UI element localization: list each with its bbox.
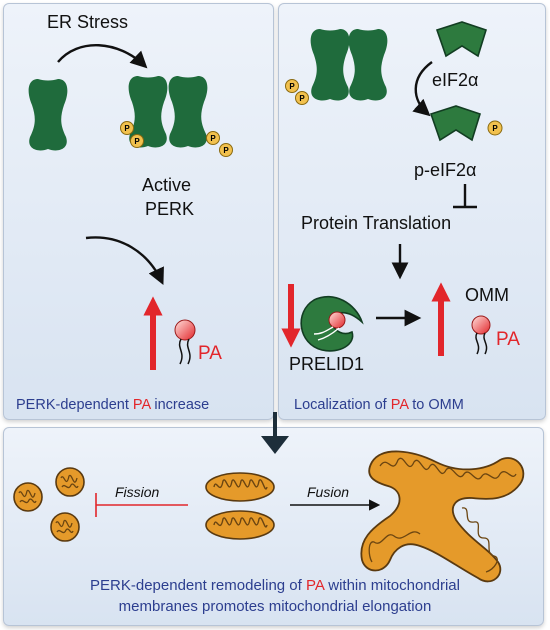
protein-translation-label: Protein Translation [301, 213, 452, 233]
p-eif2a-icon [429, 105, 481, 142]
perk-activation-panel [3, 3, 274, 420]
phosphate-label: P [223, 146, 229, 155]
panel2-caption-text2: to OMM [408, 397, 464, 413]
omm-label: OMM [465, 285, 509, 305]
perk-phosphate-icons-2: PP [285, 79, 309, 105]
panel3-caption-line1: PERK-dependent remodeling of PA within m… [0, 577, 550, 594]
panel1-caption-text1: PERK-dependent [16, 397, 133, 413]
fragmented-mitochondria-icon [13, 467, 85, 542]
perk-dimer-icon [310, 29, 388, 101]
panel3-caption-text1: PERK-dependent remodeling of [90, 577, 306, 594]
phosphate-label: P [134, 137, 140, 146]
fusion-label: Fusion [307, 484, 350, 500]
omm-pa-lipid-icon [471, 315, 491, 355]
prelid1-label: PRELID1 [289, 354, 365, 374]
panel-connector-arrow-head [261, 436, 289, 454]
pa-lipid-icon [174, 319, 196, 365]
p-eif2a-label: p-eIF2α [414, 160, 477, 180]
phosphate-label: P [124, 124, 130, 133]
active-perk-label-line1: Active [142, 175, 192, 195]
omm-pa-label: PA [496, 329, 520, 350]
panel2-caption-pa: PA [390, 397, 409, 413]
pa-label: PA [198, 343, 222, 364]
eif2a-phosphate-icon [487, 120, 503, 136]
phosphate-label: P [210, 134, 216, 143]
elongated-mitochondria-network-icon [360, 450, 525, 583]
perk-to-pa-arrow [85, 236, 164, 286]
eif2a-phosphorylation-arrow [412, 61, 433, 117]
panel3-caption-pa: PA [306, 577, 325, 594]
panel3-caption-text2: within mitochondrial [324, 577, 460, 594]
active-perk-label-line2: PERK [145, 199, 195, 219]
panel1-caption-pa: PA [132, 397, 151, 413]
fission-inhibition [95, 493, 188, 517]
phosphate-label: P [299, 94, 305, 103]
panel1-caption-text2: increase [150, 397, 210, 413]
tubular-mitochondria-icon [205, 472, 275, 540]
er-stress-arrow [57, 44, 148, 69]
inactive-perk-icon [28, 79, 68, 151]
prelid1-icon [300, 295, 364, 352]
er-stress-label: ER Stress [47, 12, 129, 32]
inhibition-bar [453, 184, 477, 209]
fission-label: Fission [115, 484, 160, 500]
panel2-caption: Localization of PA to OMM [294, 397, 464, 413]
panel2-caption-text1: Localization of [294, 397, 391, 413]
panel3-caption-line2: membranes promotes mitochondrial elongat… [118, 598, 432, 615]
eif2a-icon [435, 21, 487, 58]
eif2a-label: eIF2α [432, 70, 479, 90]
eif2a-phosphate-label: P [492, 124, 498, 133]
phosphate-label: P [289, 82, 295, 91]
panel1-caption: PERK-dependent PA increase [16, 397, 209, 413]
